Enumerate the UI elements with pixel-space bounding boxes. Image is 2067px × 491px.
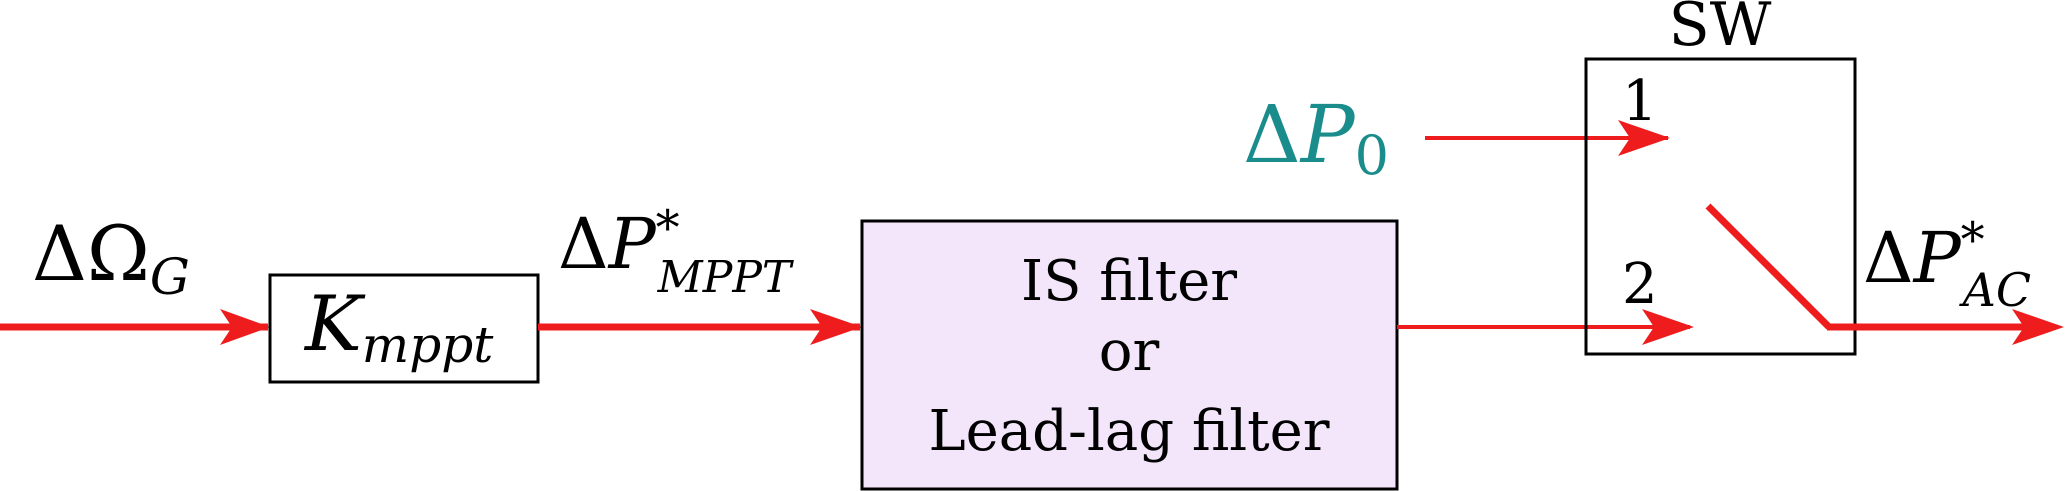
- input-arrowhead-icon: [220, 309, 270, 345]
- gain-block: [268, 273, 540, 384]
- filter-line-3: Lead-lag filter: [928, 399, 1329, 464]
- mppt-label: ΔP*MPPT: [558, 200, 795, 303]
- filter-line-2: or: [1099, 319, 1160, 384]
- p0-label: ΔP0: [1243, 88, 1389, 187]
- switch-input1-arrowhead-icon: [1618, 120, 1670, 156]
- output-label: ΔP*AC: [1863, 212, 2031, 317]
- switch-position-1: 1: [1622, 69, 1658, 134]
- switch-arm: [1705, 203, 1832, 330]
- switch-position-2: 2: [1622, 252, 1658, 317]
- filter-line-1: IS filter: [1021, 249, 1237, 314]
- mppt-arrowhead-icon: [810, 309, 862, 345]
- switch-input2-arrowhead-icon: [1642, 309, 1694, 345]
- switch-title: SW: [1669, 0, 1772, 60]
- output-arrowhead-icon: [2012, 309, 2064, 345]
- gain-label: Kmppt: [303, 279, 494, 374]
- switch-block: [1584, 57, 1857, 356]
- input-label: ΔΩG: [32, 209, 190, 306]
- filter-block: [860, 219, 1399, 491]
